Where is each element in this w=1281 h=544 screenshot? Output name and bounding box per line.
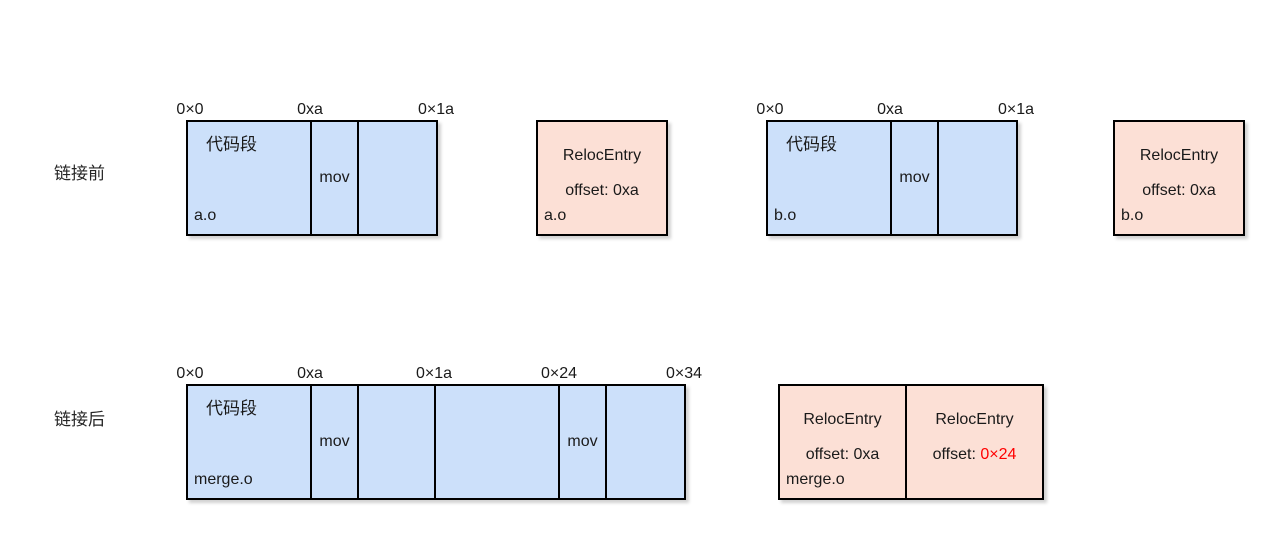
reloc-entry-title: RelocEntry xyxy=(562,147,642,164)
row-label-after-link: 链接后 xyxy=(54,410,105,429)
mov-instruction-cell-a-o-1: mov xyxy=(312,122,359,234)
reloc-offset-label: offset: xyxy=(932,446,981,463)
segment-gap-cell-merge-o-2 xyxy=(359,386,436,498)
offset-tick-a-o-0: 0×0 xyxy=(176,101,204,118)
offset-tick-merge-o-3: 0×24 xyxy=(540,365,578,382)
reloc-entry-offset: offset: 0×24 xyxy=(933,447,1017,463)
reloc-entry-b-o-0: RelocEntry offset: 0xa b.o xyxy=(1115,122,1243,234)
code-segment-cell-a-o: 代码段 a.o xyxy=(188,122,312,234)
code-segment-title: 代码段 xyxy=(786,135,837,154)
reloc-entry-group-b-o: RelocEntry offset: 0xa b.o xyxy=(1113,120,1245,236)
offset-tick-a-o-1: 0xa xyxy=(297,101,323,118)
reloc-entry-a-o-0: RelocEntry offset: 0xa a.o xyxy=(538,122,666,234)
offset-tick-b-o-2: 0×1a xyxy=(997,101,1035,118)
reloc-offset-label: offset: xyxy=(565,182,613,199)
offset-tick-a-o-2: 0×1a xyxy=(417,101,455,118)
segment-gap-cell-merge-o-3 xyxy=(436,386,560,498)
reloc-entry-merge-o-1: RelocEntry offset: 0×24 xyxy=(907,386,1042,498)
reloc-entry-group-a-o: RelocEntry offset: 0xa a.o xyxy=(536,120,668,236)
object-file-name: b.o xyxy=(774,207,797,224)
offset-tick-b-o-0: 0×0 xyxy=(756,101,784,118)
code-segment-cell-merge-o: 代码段 merge.o xyxy=(188,386,312,498)
reloc-offset-value: 0xa xyxy=(1189,182,1216,199)
reloc-offset-label: offset: xyxy=(1142,182,1190,199)
reloc-offset-value: 0xa xyxy=(853,446,880,463)
code-segment-bar-merge-o: 代码段 merge.o mov mov xyxy=(186,384,686,500)
offset-tick-merge-o-4: 0×34 xyxy=(665,365,703,382)
mov-label: mov xyxy=(319,169,350,186)
reloc-offset-value: 0×24 xyxy=(980,446,1017,463)
code-segment-bar-b-o: 代码段 b.o mov xyxy=(766,120,1018,236)
row-label-before-link: 链接前 xyxy=(54,164,105,183)
reloc-entry-title: RelocEntry xyxy=(935,411,1014,428)
reloc-entry-offset: offset: 0xa xyxy=(565,183,639,199)
code-segment-cell-b-o: 代码段 b.o xyxy=(768,122,892,234)
object-file-name: a.o xyxy=(194,207,217,224)
code-segment-bar-a-o: 代码段 a.o mov xyxy=(186,120,438,236)
code-segment-title: 代码段 xyxy=(206,399,257,418)
reloc-entry-title: RelocEntry xyxy=(803,411,882,428)
code-segment-title: 代码段 xyxy=(206,135,257,154)
object-file-name: merge.o xyxy=(194,471,253,488)
reloc-entry-title: RelocEntry xyxy=(1139,147,1219,164)
mov-instruction-cell-merge-o-4: mov xyxy=(560,386,607,498)
mov-label: mov xyxy=(899,169,930,186)
reloc-offset-value: 0xa xyxy=(612,182,639,199)
reloc-entry-file-name: b.o xyxy=(1121,207,1144,224)
mov-label: mov xyxy=(319,433,350,450)
segment-gap-cell-b-o-2 xyxy=(939,122,1016,234)
mov-label: mov xyxy=(567,433,598,450)
mov-instruction-cell-b-o-1: mov xyxy=(892,122,939,234)
offset-tick-merge-o-0: 0×0 xyxy=(176,365,204,382)
reloc-offset-label: offset: xyxy=(805,446,854,463)
segment-gap-cell-merge-o-5 xyxy=(607,386,684,498)
segment-gap-cell-a-o-2 xyxy=(359,122,436,234)
reloc-entry-offset: offset: 0xa xyxy=(1142,183,1216,199)
reloc-entry-merge-o-0: RelocEntry offset: 0xa merge.o xyxy=(780,386,907,498)
offset-tick-b-o-1: 0xa xyxy=(877,101,903,118)
reloc-entry-file-name: merge.o xyxy=(786,471,845,488)
reloc-entry-group-merge-o: RelocEntry offset: 0xa merge.o RelocEntry of… xyxy=(778,384,1044,500)
reloc-entry-file-name: a.o xyxy=(544,207,567,224)
reloc-entry-offset: offset: 0xa xyxy=(806,447,880,463)
offset-tick-merge-o-1: 0xa xyxy=(297,365,323,382)
offset-tick-merge-o-2: 0×1a xyxy=(415,365,453,382)
mov-instruction-cell-merge-o-1: mov xyxy=(312,386,359,498)
